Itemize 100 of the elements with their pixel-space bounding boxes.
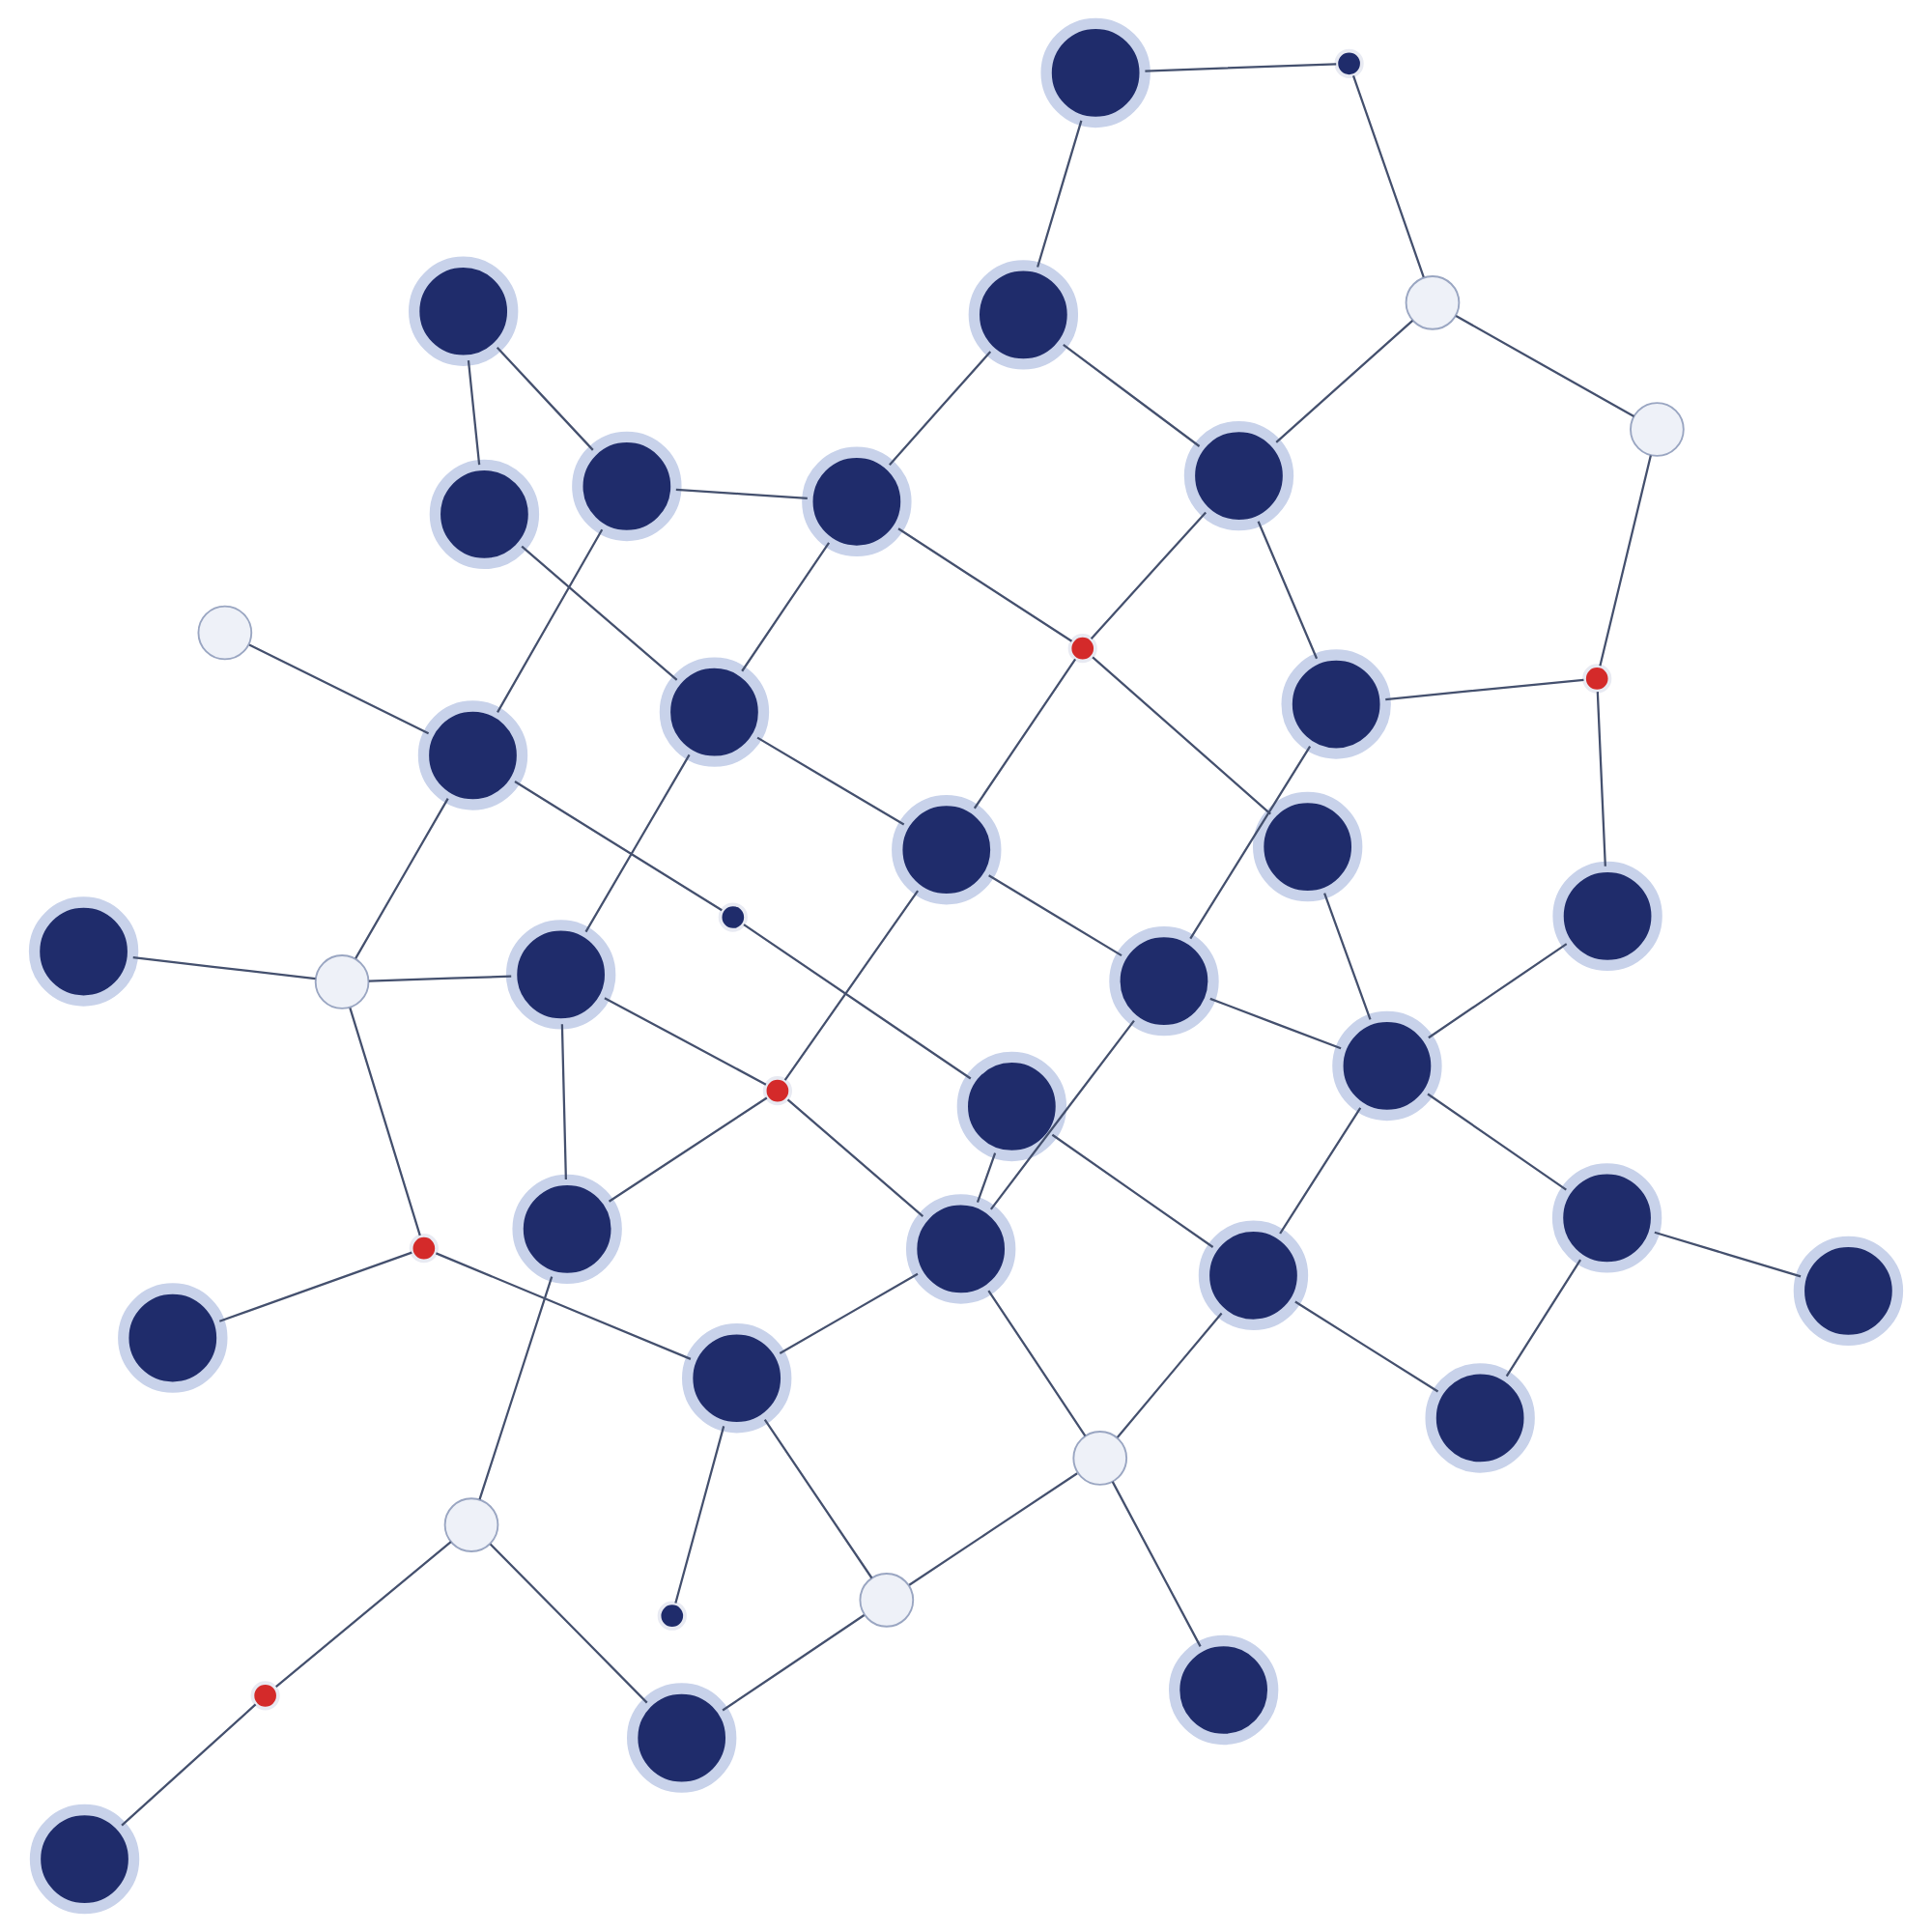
connector [604, 997, 767, 1086]
connector [976, 1152, 997, 1203]
connector [1189, 745, 1312, 940]
node-circle [802, 446, 912, 556]
node-circle [250, 1681, 280, 1711]
connector [1455, 315, 1634, 417]
connector [1257, 521, 1319, 660]
connector [783, 890, 920, 1081]
connector [584, 753, 691, 933]
connector [1427, 1093, 1567, 1191]
node-circle [1067, 634, 1097, 664]
node-circle [762, 1076, 793, 1106]
connector [889, 351, 992, 466]
node-circle [1198, 1220, 1309, 1330]
connector [1505, 1259, 1581, 1378]
node-circle [1793, 1236, 1904, 1347]
node-circle [1552, 861, 1662, 972]
connector [989, 1019, 1135, 1210]
connector [435, 1252, 692, 1360]
connector [1323, 893, 1372, 1020]
connector [497, 528, 604, 713]
connector [743, 923, 972, 1080]
connector [779, 1272, 919, 1354]
node-circle [314, 954, 370, 1009]
connector [1145, 63, 1337, 72]
connector [1090, 511, 1208, 640]
node-circle [1168, 1634, 1279, 1746]
connector [1654, 1231, 1802, 1278]
connector [132, 955, 316, 980]
node-circle [1332, 1010, 1442, 1122]
node-circle [512, 1174, 622, 1285]
connector [786, 1098, 924, 1217]
node-circle [572, 431, 682, 542]
node-circle [859, 1573, 915, 1628]
connector [1275, 320, 1414, 443]
node-circle [1425, 1363, 1535, 1473]
node-circle [682, 1323, 792, 1434]
connector [1428, 943, 1568, 1039]
connector [988, 874, 1122, 957]
connector [1209, 997, 1342, 1050]
node-circle [409, 1234, 439, 1264]
node-circle [956, 1051, 1067, 1162]
connector [1092, 656, 1271, 815]
connector [1596, 692, 1606, 867]
node-circle [657, 1601, 687, 1631]
node-circle [408, 256, 519, 366]
node-circle [892, 795, 1002, 905]
connector [756, 736, 905, 826]
connector [1294, 1300, 1439, 1393]
connector [1111, 1481, 1202, 1647]
connector [1279, 1107, 1362, 1235]
node-circle [118, 1283, 228, 1393]
connector [897, 527, 1073, 642]
node-circle [1582, 664, 1612, 694]
connector [1051, 1133, 1214, 1248]
node-circle [659, 657, 770, 767]
connector [908, 1472, 1078, 1586]
connector [1351, 75, 1425, 278]
connector [467, 360, 481, 466]
connector [1063, 343, 1201, 447]
node-circle [29, 1804, 140, 1915]
node-circle [968, 260, 1079, 370]
node-circle [1551, 1163, 1662, 1273]
connector [355, 798, 449, 959]
connector [514, 781, 723, 912]
connector [675, 488, 808, 500]
node-circle [1334, 48, 1364, 78]
connector [248, 643, 430, 735]
node-circle [28, 896, 139, 1007]
node-circle [1630, 402, 1685, 457]
connector [218, 1251, 412, 1322]
connector [496, 346, 594, 451]
node-circle [1072, 1431, 1128, 1486]
node-circle [429, 459, 540, 570]
connector [763, 1419, 873, 1579]
connector [489, 1543, 648, 1704]
connector [1385, 678, 1584, 701]
connector [1599, 455, 1652, 667]
connector [275, 1541, 452, 1688]
connector [521, 545, 678, 681]
connector [478, 1276, 554, 1500]
connector [1037, 120, 1083, 268]
connector [368, 975, 512, 982]
node-circle [906, 1194, 1016, 1304]
node-circle [505, 920, 616, 1030]
connector [722, 1614, 866, 1712]
node-circle [1040, 17, 1151, 128]
connector [741, 542, 831, 672]
connector [349, 1008, 421, 1236]
node-circle [718, 902, 748, 932]
connector [987, 1290, 1087, 1436]
connector [560, 1024, 567, 1179]
connector [608, 1096, 768, 1203]
node-circle [443, 1497, 499, 1552]
node-circle [627, 1683, 737, 1793]
connector [121, 1703, 257, 1827]
connector [674, 1426, 725, 1604]
connector [973, 658, 1077, 810]
node-circle [1253, 791, 1363, 902]
node-circle [1183, 420, 1294, 531]
